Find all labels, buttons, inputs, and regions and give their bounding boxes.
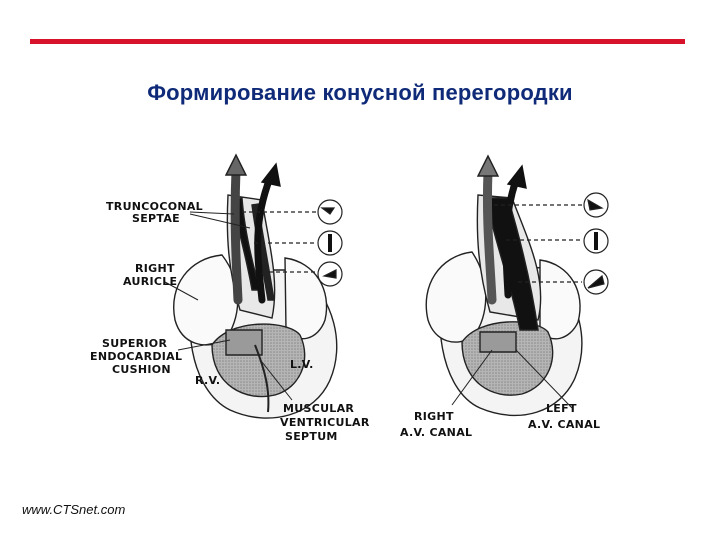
label-septum: SEPTUM — [285, 430, 338, 443]
label-muscular: MUSCULAR — [283, 402, 354, 415]
right-flow-arrow-1 — [487, 172, 492, 300]
label-left-av: LEFT — [546, 402, 577, 415]
left-flow-arrow-1-head — [226, 155, 246, 175]
label-endocardial: ENDOCARDIAL — [90, 350, 182, 363]
label-right-av: RIGHT — [414, 410, 454, 423]
label-lv: L.V. — [290, 358, 314, 371]
label-rv: R.V. — [195, 374, 220, 387]
label-right: RIGHT — [135, 262, 175, 275]
label-superior: SUPERIOR — [102, 337, 167, 350]
right-flow-arrow-1-head — [478, 156, 498, 176]
label-ventricular: VENTRICULAR — [280, 416, 370, 429]
label-left-av-canal: A.V. CANAL — [528, 418, 600, 431]
left-flow-arrow-1 — [235, 170, 238, 300]
right-heart — [426, 156, 582, 415]
label-right-av-canal: A.V. CANAL — [400, 426, 472, 439]
left-flow-arrow-2-head — [262, 164, 280, 186]
source-url: www.CTSnet.com — [22, 502, 125, 517]
right-heart-left-auricle — [540, 260, 580, 339]
label-auricle: AURICLE — [123, 275, 177, 288]
right-heart-right-auricle — [426, 252, 486, 342]
right-cushion — [480, 332, 516, 352]
right-flow-arrow-2-head — [508, 166, 526, 188]
label-cushion: CUSHION — [112, 363, 171, 376]
label-septae: SEPTAE — [132, 212, 180, 225]
